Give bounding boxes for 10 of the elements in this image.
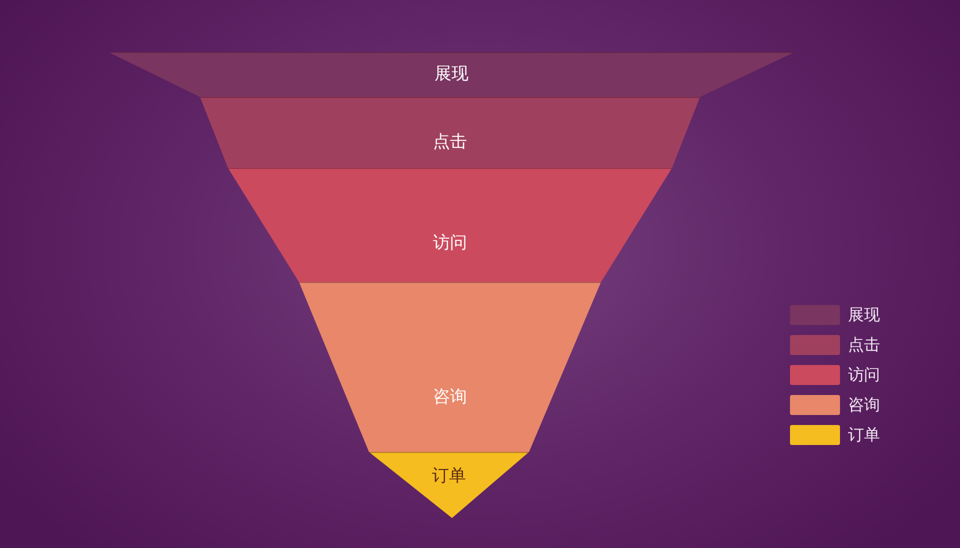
stage-label: 咨询	[433, 387, 467, 407]
legend-label: 点击	[848, 335, 880, 355]
stage-label: 展现	[434, 64, 468, 84]
stage-label: 订单	[432, 466, 466, 486]
legend-label: 咨询	[848, 395, 880, 415]
legend-label: 访问	[848, 365, 880, 385]
stage-label: 访问	[433, 233, 467, 253]
legend-label: 订单	[848, 425, 880, 445]
stage-label: 点击	[433, 132, 467, 152]
legend-label: 展现	[848, 305, 880, 325]
